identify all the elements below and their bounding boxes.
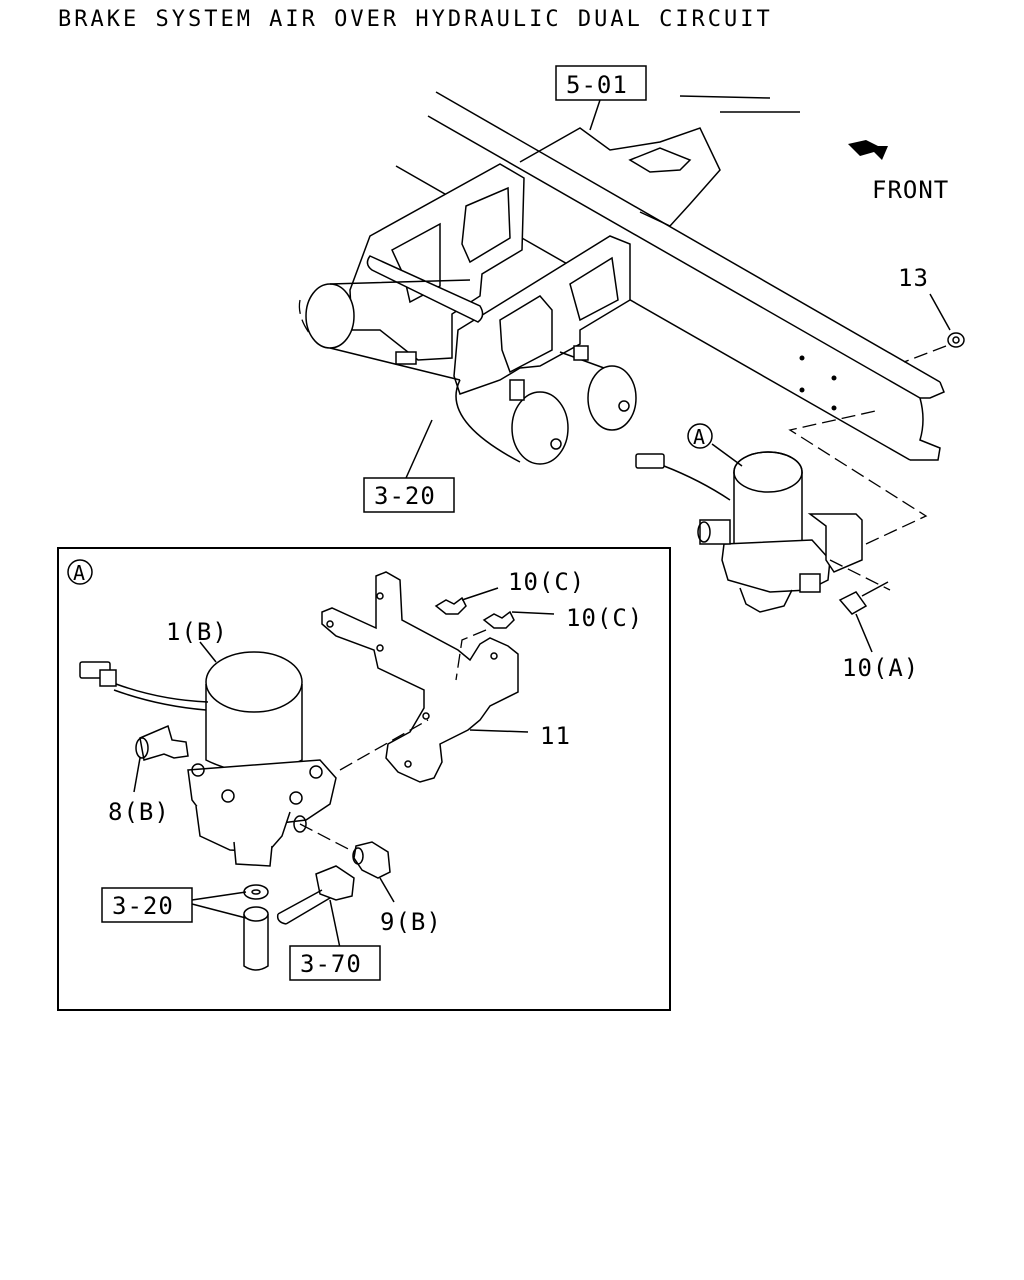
mounting-bracket-11 bbox=[321, 571, 519, 783]
callout-11: 11 bbox=[540, 722, 571, 750]
callout-9b: 9(B) bbox=[380, 908, 442, 936]
air-dryer-main-view bbox=[635, 451, 863, 613]
bolt-10c-lower-icon bbox=[482, 610, 515, 629]
detail-marker-a-inset: A bbox=[67, 559, 93, 585]
ref-box-3-20-inset[interactable]: 3-20 bbox=[101, 887, 193, 923]
svg-text:A: A bbox=[693, 425, 706, 449]
callout-8b: 8(B) bbox=[108, 798, 170, 826]
cross-member bbox=[519, 127, 721, 227]
callout-10c-lower: 10(C) bbox=[566, 604, 643, 632]
callout-10a: 10(A) bbox=[842, 654, 919, 682]
svg-text:3-20: 3-20 bbox=[112, 892, 174, 920]
bolt-10c-upper-icon bbox=[434, 596, 467, 615]
callout-1b: 1(B) bbox=[166, 618, 228, 646]
elbow-fitting-8b bbox=[135, 724, 189, 761]
svg-text:5-01: 5-01 bbox=[566, 71, 628, 99]
ref-box-5-01[interactable]: 5-01 bbox=[555, 65, 647, 101]
callout-10c-upper: 10(C) bbox=[508, 568, 585, 596]
washer-icon bbox=[243, 884, 269, 900]
air-dryer-1b bbox=[187, 651, 337, 867]
detail-inset-frame bbox=[57, 547, 671, 1011]
air-tanks bbox=[298, 279, 637, 465]
fitting-9b bbox=[352, 841, 391, 879]
ref-box-3-70[interactable]: 3-70 bbox=[289, 945, 381, 981]
callout-13: 13 bbox=[898, 264, 929, 292]
front-arrow-icon bbox=[848, 140, 888, 160]
detail-marker-a-main: A bbox=[687, 423, 713, 449]
svg-text:3-20: 3-20 bbox=[374, 482, 436, 510]
bolt-icon bbox=[838, 581, 889, 615]
spacer-tube bbox=[243, 906, 269, 971]
connector-icon bbox=[79, 661, 117, 687]
svg-text:3-70: 3-70 bbox=[300, 950, 362, 978]
front-label: FRONT bbox=[872, 176, 949, 204]
air-hose bbox=[276, 865, 355, 925]
svg-text:A: A bbox=[73, 561, 86, 585]
diagram-title: BRAKE SYSTEM AIR OVER HYDRAULIC DUAL CIR… bbox=[58, 7, 773, 32]
ref-box-3-20-top[interactable]: 3-20 bbox=[363, 477, 455, 513]
nut-icon bbox=[947, 332, 965, 348]
mounting-bracket-assembly bbox=[349, 163, 631, 395]
